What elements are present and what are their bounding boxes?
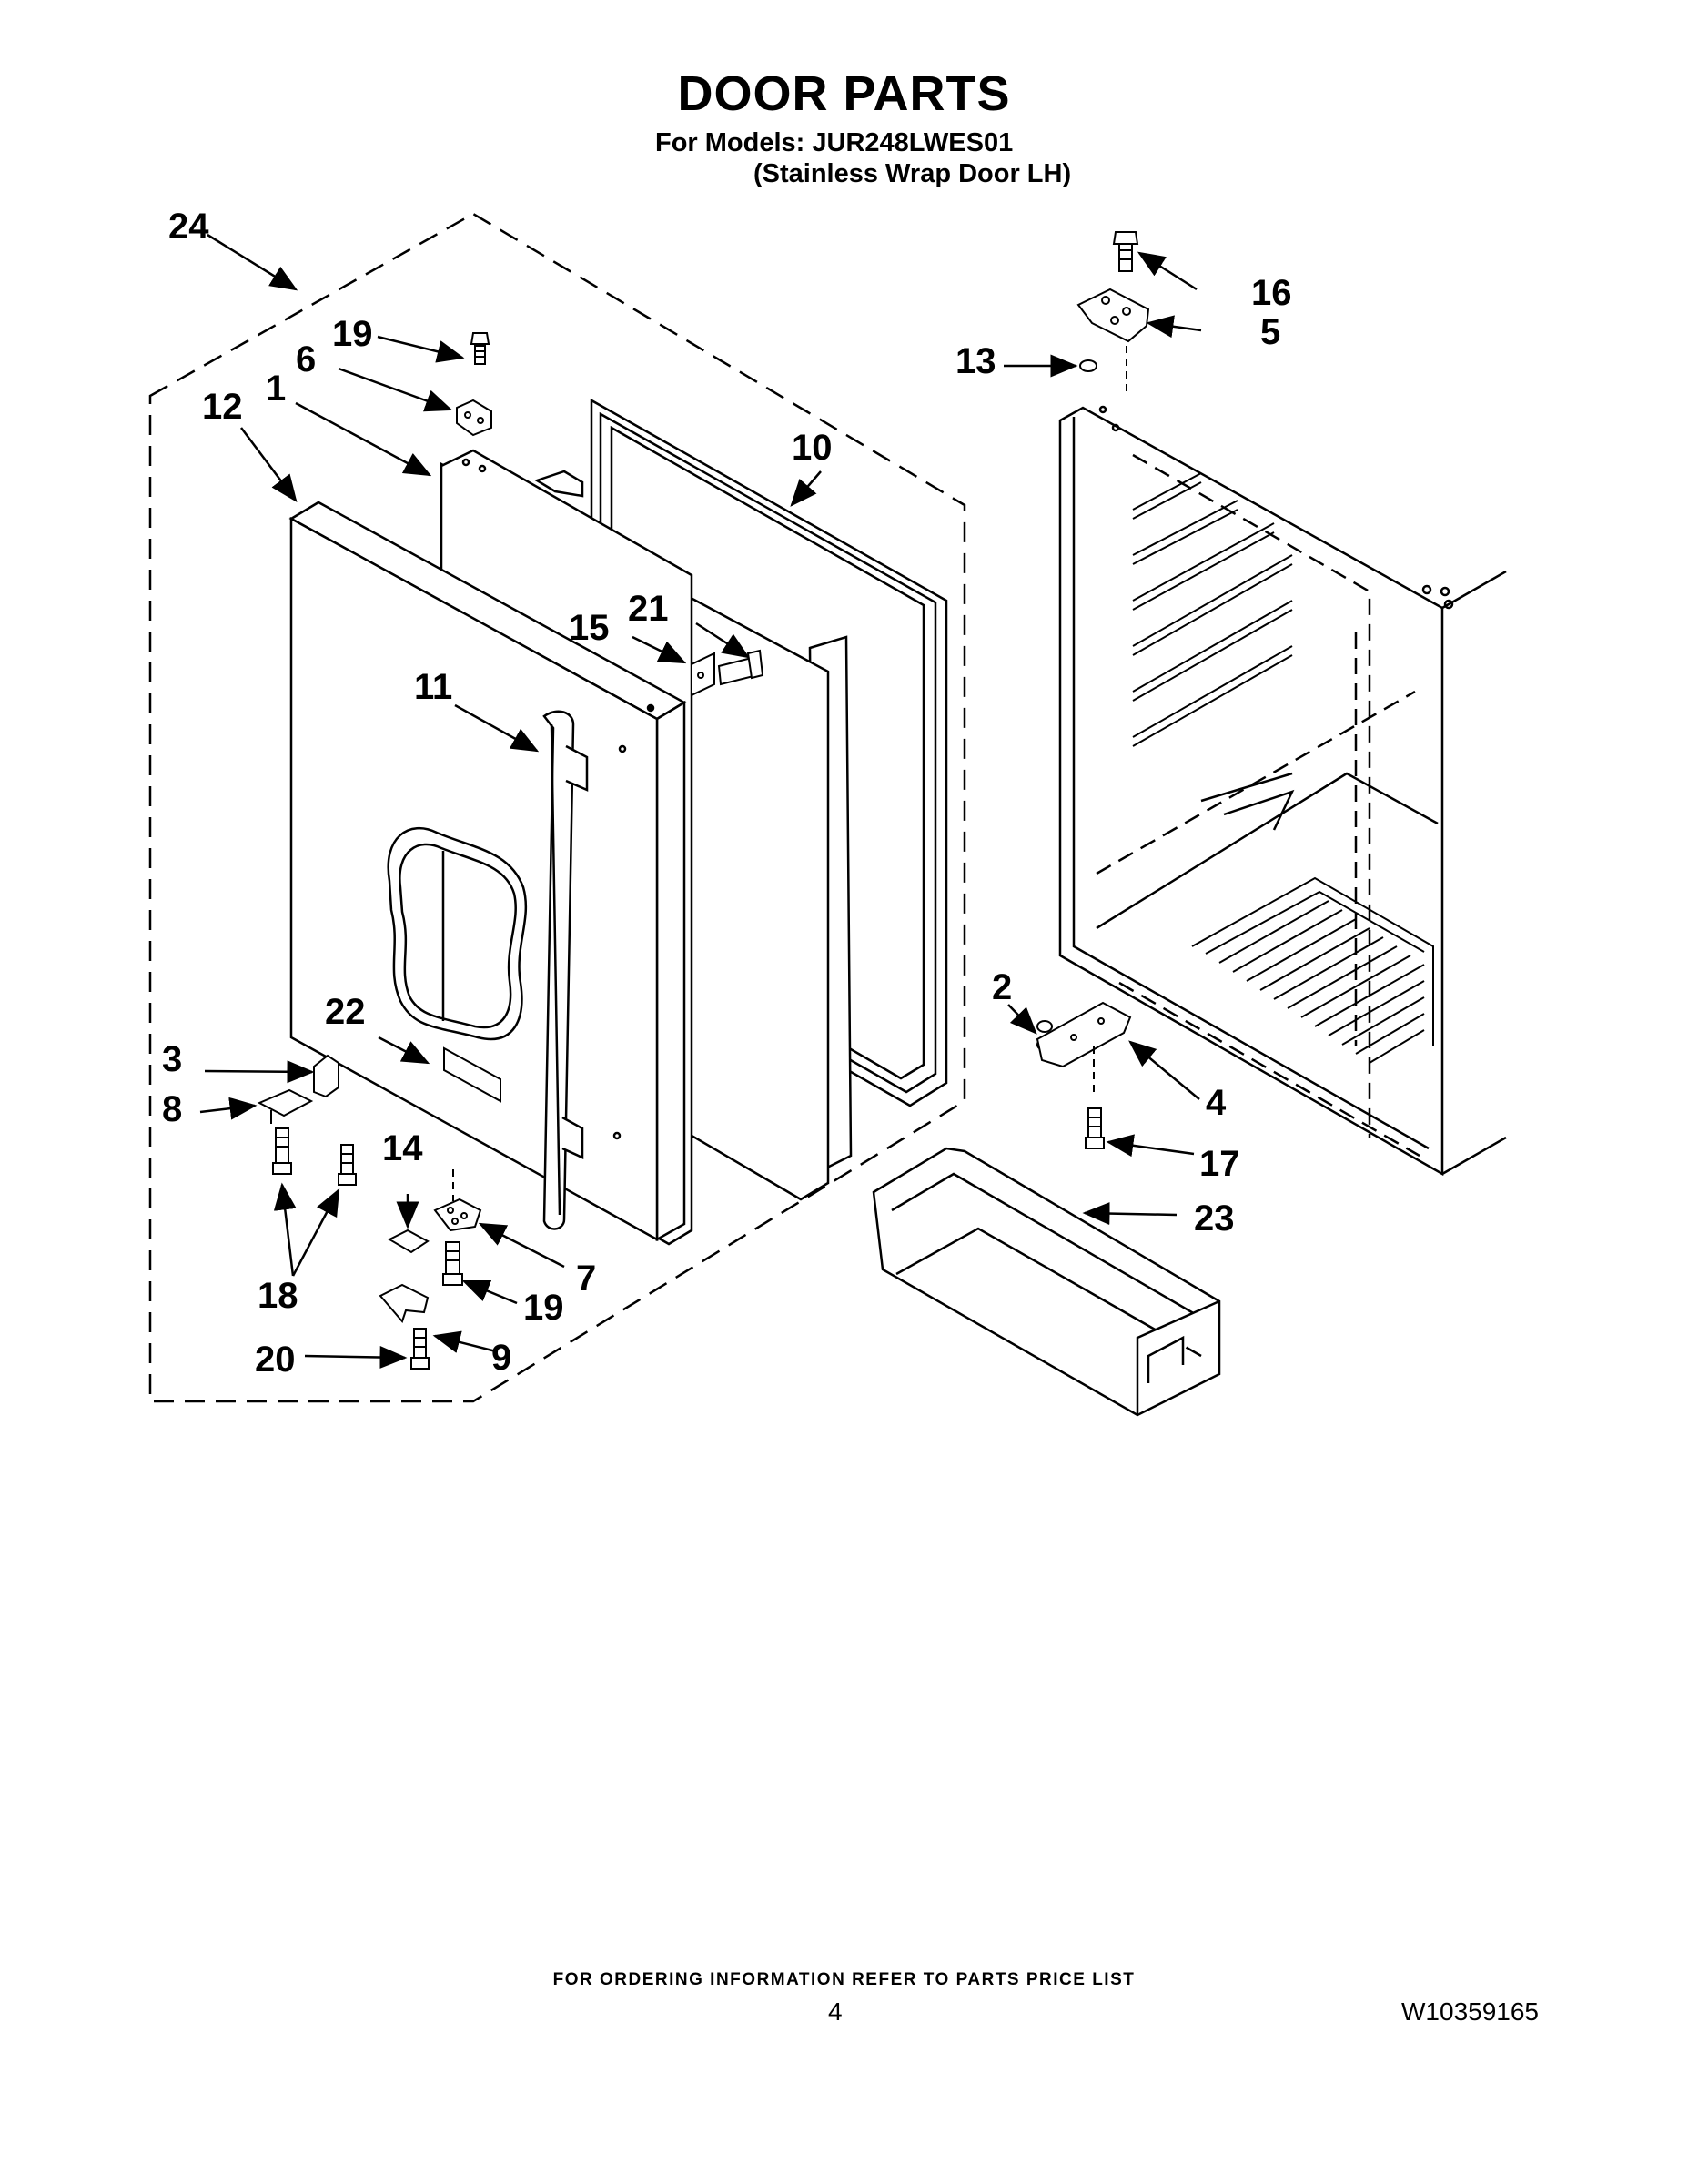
callout-11: 11 [414, 667, 452, 707]
callout-21: 21 [628, 589, 669, 629]
ordering-note: FOR ORDERING INFORMATION REFER TO PARTS … [552, 1970, 1136, 1989]
callout-18: 18 [258, 1276, 298, 1316]
callout-6: 6 [296, 339, 316, 379]
top-hinge-assembly [456, 332, 492, 437]
refrigerator-cabinet [1058, 405, 1507, 1177]
models-line: For Models: JUR248LWES01 [655, 128, 1014, 157]
callout-2: 2 [992, 967, 1012, 1007]
callout-16: 16 [1251, 273, 1292, 313]
callout-15: 15 [569, 608, 610, 648]
callout-3: 3 [162, 1039, 182, 1079]
callout-24: 24 [168, 207, 209, 247]
callout-9: 9 [491, 1338, 511, 1378]
callout-labels: 24 19 6 1 12 10 21 15 11 16 5 13 2 4 17 … [162, 207, 1292, 1380]
dispenser-opening [387, 826, 528, 1041]
callout-1: 1 [266, 369, 286, 409]
label-plate [443, 1046, 501, 1103]
callout-17: 17 [1199, 1144, 1240, 1184]
callout-5: 5 [1260, 312, 1280, 352]
lower-cabinet-hinge [1036, 1001, 1132, 1149]
callout-8: 8 [162, 1089, 182, 1129]
callout-14: 14 [382, 1128, 423, 1168]
page-title: DOOR PARTS [677, 66, 1011, 121]
callout-13: 13 [955, 341, 996, 381]
callout-22: 22 [325, 992, 366, 1032]
leader-lines [199, 233, 1202, 1369]
variant-line: (Stainless Wrap Door LH) [753, 159, 1072, 188]
page-number: 4 [828, 1997, 843, 2026]
top-cabinet-hinge [1076, 231, 1150, 391]
callout-19-top: 19 [332, 314, 373, 354]
lower-center-hinge-parts [379, 1169, 482, 1370]
document-number: W10359165 [1401, 1997, 1540, 2026]
callout-12: 12 [202, 387, 243, 427]
callout-23: 23 [1194, 1198, 1235, 1239]
callout-20: 20 [255, 1340, 296, 1380]
lower-left-hinge-parts [257, 1054, 357, 1186]
model-info: For Models: JUR248LWES01 (Stainless Wrap… [655, 127, 1071, 189]
callout-4: 4 [1206, 1083, 1227, 1123]
door-bin [872, 1147, 1221, 1417]
callout-7: 7 [576, 1259, 596, 1299]
callout-19-bottom: 19 [523, 1288, 564, 1328]
callout-10: 10 [792, 428, 833, 468]
door-handle [542, 710, 589, 1230]
side-screw-assembly [691, 649, 764, 697]
